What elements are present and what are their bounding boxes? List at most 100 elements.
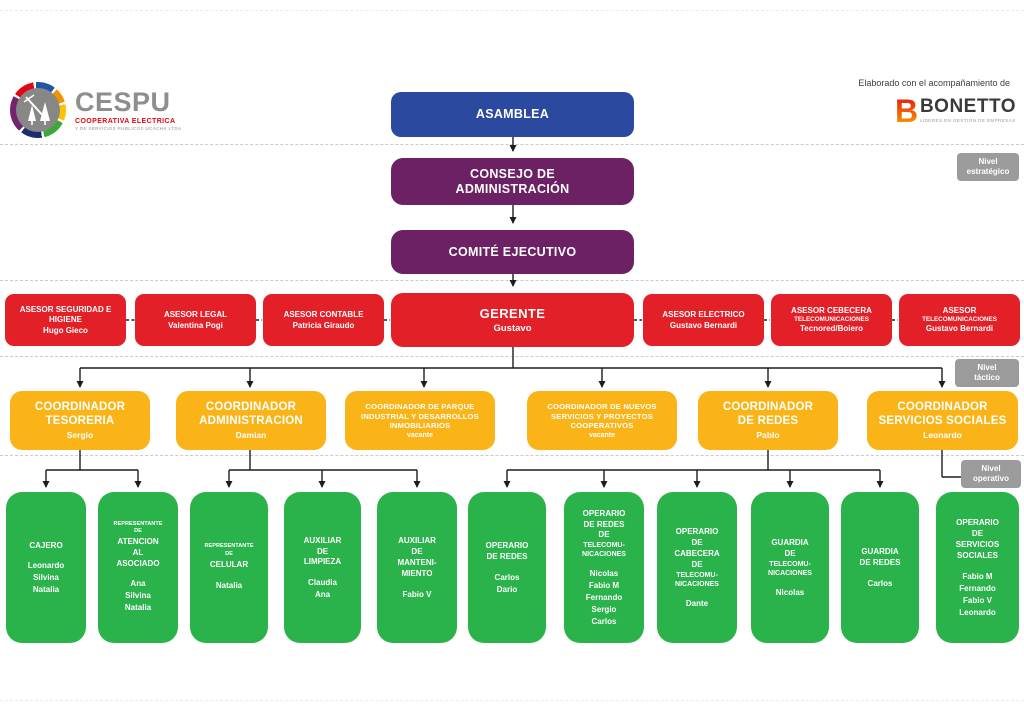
- node-title: ASESOR CONTABLE: [283, 309, 364, 319]
- node-title: COORDINADOR TESORERIA: [34, 401, 126, 427]
- node-title: COORDINADOR SERVICIOS SOCIALES: [878, 401, 1007, 427]
- node-title: COORDINADOR DE REDES: [722, 401, 814, 427]
- node-operario-cabecera-telecomunicaciones: OPERARIO DE CABECERA DE TELECOMU- NICACI…: [657, 492, 737, 643]
- bonetto-logo: B BONETTO LIDERES EN GESTION DE EMPRESAS: [894, 92, 1016, 128]
- node-name: Gustavo Bernardi: [669, 320, 738, 330]
- node-subtitle: TELECOMU- NICACIONES: [675, 571, 719, 588]
- node-name: Damian: [235, 429, 267, 440]
- node-title: ASESOR SEGURIDAD E HIGIENE: [19, 304, 112, 324]
- node-coordinador-redes: COORDINADOR DE REDES Pablo: [698, 391, 838, 450]
- node-title: COORDINADOR DE NUEVOS SERVICIOS Y PROYEC…: [547, 401, 657, 431]
- node-operario-servicios-sociales: OPERARIO DE SERVICIOS SOCIALES Fabio M F…: [936, 492, 1019, 643]
- node-title: COORDINADOR ADMINISTRACION: [199, 401, 303, 427]
- node-pretitle: REPRESENTANTE DE: [204, 543, 254, 557]
- cespu-ring-icon: [10, 82, 66, 138]
- node-title: COMITÉ EJECUTIVO: [448, 244, 577, 259]
- node-consejo-administracion: CONSEJO DE ADMINISTRACIÓN: [391, 158, 634, 205]
- node-title: GUARDIA DE: [771, 538, 809, 558]
- node-title: ASESOR LEGAL: [163, 309, 228, 319]
- node-subtitle: TELECOMUNICACIONES: [922, 315, 997, 323]
- node-names: Ana Silvina Natalia: [124, 579, 152, 613]
- partner-name: BONETTO: [919, 96, 1016, 117]
- node-subtitle: TELECOMU- NICACIONES: [582, 542, 626, 559]
- node-subtitle: TELECOMU- NICACIONES: [768, 560, 812, 577]
- node-auxiliar-mantenimiento: AUXILIAR DE MANTENI- MIENTO Fabio V: [377, 492, 457, 643]
- partner-tagline: LIDERES EN GESTION DE EMPRESAS: [919, 118, 1016, 123]
- node-title: ASESOR: [942, 305, 977, 315]
- node-pretitle: REPRESENTANTE DE: [113, 520, 163, 534]
- node-representante-celular: REPRESENTANTE DE CELULAR Natalia: [190, 492, 268, 643]
- separator-line: [0, 356, 1024, 357]
- bonetto-mark-icon: B: [895, 93, 918, 128]
- node-asesor-legal: ASESOR LEGAL Valentina Pogi: [135, 294, 256, 346]
- node-names: Carlos Dario: [494, 572, 520, 594]
- node-title: OPERARIO DE SERVICIOS SOCIALES: [955, 518, 1000, 560]
- node-title: COORDINADOR DE PARQUE INDUSTRIAL Y DESAR…: [361, 401, 479, 431]
- node-asesor-cebecera-telecomunicaciones: ASESOR CEBECERA TELECOMUNICACIONES Tecno…: [771, 294, 892, 346]
- node-name: Gustavo: [493, 323, 532, 335]
- node-title: OPERARIO DE REDES: [485, 541, 529, 561]
- node-names: Nicolas Fabio M Fernando Sergio Carlos: [585, 569, 623, 627]
- node-names: Dante: [685, 598, 709, 608]
- node-name: vacante: [588, 432, 616, 440]
- node-name: Leonardo: [923, 429, 962, 440]
- node-name: Patricia Giraudo: [292, 320, 355, 330]
- node-title: OPERARIO DE REDES DE: [582, 508, 626, 540]
- level-label-tactico: Nivel táctico: [955, 359, 1019, 387]
- node-title: AUXILIAR DE LIMPIEZA: [303, 535, 342, 567]
- level-label-operativo: Nivel operativo: [961, 460, 1021, 488]
- node-name: Sergio: [66, 429, 94, 440]
- node-title: CAJERO: [29, 540, 63, 550]
- node-name: Hugo Gieco: [43, 325, 88, 335]
- node-operario-redes-telecomunicaciones: OPERARIO DE REDES DE TELECOMU- NICACIONE…: [564, 492, 644, 643]
- node-operario-redes: OPERARIO DE REDES Carlos Dario: [468, 492, 546, 643]
- node-asamblea: ASAMBLEA: [391, 92, 634, 137]
- node-name: Gustavo Bernardi: [925, 324, 994, 334]
- separator-line: [0, 10, 1024, 11]
- node-title: GERENTE: [479, 305, 546, 321]
- node-title: GUARDIA DE REDES: [859, 547, 901, 567]
- brand-name: CESPU: [75, 87, 171, 117]
- separator-line: [0, 455, 1024, 456]
- node-names: Natalia: [215, 580, 243, 590]
- separator-line: [0, 144, 1024, 145]
- node-name: Valentina Pogi: [168, 320, 223, 330]
- node-asesor-electrico: ASESOR ELECTRICO Gustavo Bernardi: [643, 294, 764, 346]
- pine-trees-icon: [23, 94, 50, 125]
- node-names: Leonardo Silvina Natalia: [27, 561, 65, 595]
- node-title: ASESOR ELECTRICO: [662, 309, 745, 319]
- node-title: CELULAR: [209, 559, 249, 569]
- node-title: ASAMBLEA: [475, 107, 550, 121]
- node-auxiliar-limpieza: AUXILIAR DE LIMPIEZA Claudia Ana: [284, 492, 361, 643]
- svg-text:B: B: [895, 93, 918, 128]
- node-names: Fabio M Fernando Fabio V Leonardo: [959, 571, 996, 617]
- node-names: Claudia Ana: [308, 578, 337, 600]
- node-names: Carlos: [867, 578, 893, 588]
- node-cajero: CAJERO Leonardo Silvina Natalia: [6, 492, 86, 643]
- node-coordinador-parque-industrial: COORDINADOR DE PARQUE INDUSTRIAL Y DESAR…: [345, 391, 495, 450]
- node-names: Fabio V: [402, 589, 432, 599]
- node-gerente: GERENTE Gustavo: [391, 293, 634, 347]
- node-title: CONSEJO DE ADMINISTRACIÓN: [455, 166, 570, 196]
- node-title: OPERARIO DE CABECERA DE: [674, 527, 720, 569]
- node-coordinador-servicios-sociales: COORDINADOR SERVICIOS SOCIALES Leonardo: [867, 391, 1018, 450]
- node-subtitle: TELECOMUNICACIONES: [794, 315, 869, 323]
- node-guardia-telecomunicaciones: GUARDIA DE TELECOMU- NICACIONES Nicolas: [751, 492, 829, 643]
- node-coordinador-administracion: COORDINADOR ADMINISTRACION Damian: [176, 391, 326, 450]
- level-label-estrategico: Nivel estratégico: [957, 153, 1019, 181]
- node-asesor-contable: ASESOR CONTABLE Patricia Giraudo: [263, 294, 384, 346]
- node-names: Nicolas: [775, 587, 805, 597]
- node-name: vacante: [406, 432, 434, 440]
- brand-tagline-2: Y DE SERVICIOS PUBLICOS UCACHA LTDA: [75, 126, 182, 131]
- node-coordinador-tesoreria: COORDINADOR TESORERIA Sergio: [10, 391, 150, 450]
- node-representante-atencion-asociado: REPRESENTANTE DE ATENCION AL ASOCIADO An…: [98, 492, 178, 643]
- node-title: ASESOR CEBECERA: [791, 305, 872, 315]
- node-guardia-redes: GUARDIA DE REDES Carlos: [841, 492, 919, 643]
- brand-tagline: COOPERATIVA ELECTRICA: [75, 118, 176, 125]
- separator-line: [0, 700, 1024, 701]
- node-coordinador-nuevos-servicios: COORDINADOR DE NUEVOS SERVICIOS Y PROYEC…: [527, 391, 677, 450]
- node-asesor-telecomunicaciones: ASESOR TELECOMUNICACIONES Gustavo Bernar…: [899, 294, 1020, 346]
- node-title: ATENCION AL ASOCIADO: [116, 537, 160, 568]
